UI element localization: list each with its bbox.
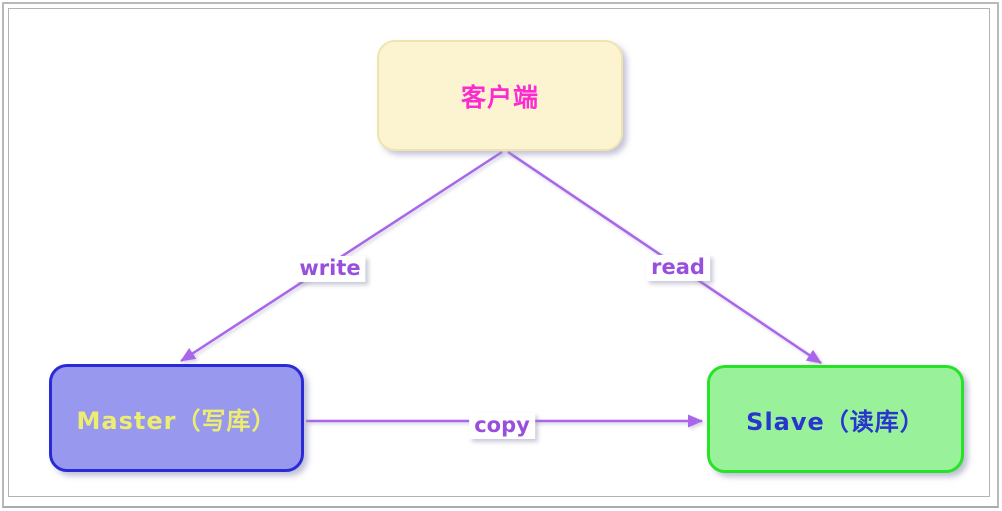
master-node-label: Master（写库） — [76, 406, 277, 435]
slave-node-label: Slave（读库） — [746, 407, 925, 436]
diagram-canvas: 客户端 Master（写库） Slave（读库） write read copy — [9, 9, 989, 496]
client-node: 客户端 — [377, 40, 623, 151]
edge-label-write: write — [294, 255, 366, 283]
edge-label-read: read — [646, 254, 710, 282]
edge-label-copy: copy — [469, 412, 535, 440]
master-node: Master（写库） — [49, 364, 304, 472]
inner-frame-border: 客户端 Master（写库） Slave（读库） write read copy — [8, 8, 990, 497]
slave-node: Slave（读库） — [707, 365, 964, 473]
client-node-label: 客户端 — [460, 82, 539, 112]
